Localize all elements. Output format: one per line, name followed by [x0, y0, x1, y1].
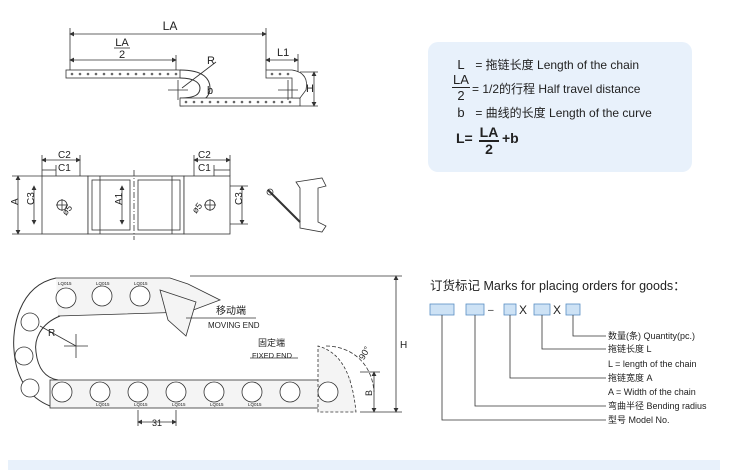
b-label: b: [207, 85, 213, 97]
moving-end-cn: 移动端: [216, 304, 246, 317]
h-label: H: [306, 83, 314, 95]
bend-radius-label: R: [48, 328, 55, 339]
la-half-den: 2: [119, 49, 125, 61]
order-code: [429, 303, 606, 421]
link-tag: LQ015: [134, 281, 148, 286]
order-dash: –: [488, 305, 494, 316]
order-item-model: 型号 Model No.: [608, 415, 670, 425]
chain-elevation: [13, 275, 402, 426]
fixed-end-en: FIXED END: [252, 351, 293, 360]
order-x1: X: [519, 303, 527, 317]
link-tag: LQ015: [248, 402, 262, 407]
code-box-width: [503, 303, 517, 316]
link-tag: LQ015: [172, 402, 186, 407]
legend-l-text: = 拖链长度 Length of the chain: [475, 58, 640, 72]
footer-band: [8, 460, 720, 470]
legend-row-length: L = 拖链长度 Length of the chain: [450, 56, 639, 73]
link-tag: LQ015: [210, 402, 224, 407]
legend-b-symbol: b: [457, 105, 465, 120]
formula-rhs: +b: [502, 130, 519, 146]
overall-height-label: H: [400, 340, 407, 351]
legend-half-num: LA: [453, 72, 469, 87]
c3-right-label: C3: [234, 192, 245, 205]
code-box-length: [533, 303, 551, 316]
length-formula: L= LA 2 +b: [456, 125, 519, 156]
legend-half-den: 2: [457, 88, 465, 103]
fixed-end-cn: 固定端: [258, 337, 285, 348]
section-views: [12, 155, 327, 240]
angle-label: 90°: [357, 344, 373, 361]
legend-half-text: = 1/2的行程 Half travel distance: [472, 82, 641, 96]
code-box-quantity: [565, 303, 581, 316]
formula-lhs: L=: [456, 130, 473, 146]
c3-left-label: C3: [26, 192, 37, 205]
order-item-radius: 弯曲半径 Bending radius: [608, 400, 707, 411]
la-label: LA: [163, 19, 178, 33]
link-tag: LQ015: [134, 402, 148, 407]
a-left-label: A: [10, 198, 21, 205]
c2-right-label: C2: [198, 150, 211, 161]
link-tag: LQ015: [96, 281, 110, 286]
legend-half-fraction: LA 2: [450, 73, 472, 102]
l1-label: L1: [277, 47, 289, 59]
link-tag: LQ015: [96, 402, 110, 407]
a1-label: A1: [114, 192, 125, 205]
travel-diagram: [65, 28, 318, 107]
c1-left-label: C1: [58, 163, 71, 174]
formula-bar: [479, 140, 499, 142]
order-item-width-cn: 拖链宽度 A: [608, 372, 653, 383]
order-item-width-en: A = Width of the chain: [608, 387, 696, 397]
order-item-quantity: 数量(条) Quantity(pc.): [608, 330, 695, 341]
code-box-radius: [465, 303, 485, 316]
la-half-num: LA: [115, 37, 129, 49]
formula-fraction: LA 2: [478, 124, 500, 157]
r-label: R: [207, 55, 215, 67]
c1-right-label: C1: [198, 163, 211, 174]
legend-row-curve: b = 曲线的长度 Length of the curve: [450, 104, 652, 121]
b-dimension-label: B: [364, 390, 374, 396]
pitch-label: 31: [152, 418, 162, 428]
legend-b-text: = 曲线的长度 Length of the curve: [475, 106, 652, 120]
formula-den: 2: [485, 140, 493, 157]
c2-left-label: C2: [58, 150, 71, 161]
legend-panel: L = 拖链长度 Length of the chain LA 2 = 1/2的…: [428, 42, 692, 172]
order-x2: X: [553, 303, 561, 317]
fraction-bar: [452, 87, 470, 88]
moving-end-en: MOVING END: [208, 321, 260, 330]
link-tags: LQ015 LQ015 LQ015 LQ015 LQ015 LQ015 LQ01…: [58, 281, 262, 407]
order-item-length-en: L = length of the chain: [608, 359, 696, 369]
order-title: 订货标记 Marks for placing orders for goods：: [430, 278, 686, 293]
order-item-length-cn: 拖链长度 L: [608, 343, 652, 354]
code-box-model: [429, 303, 455, 316]
link-tag: LQ015: [58, 281, 72, 286]
formula-num: LA: [479, 124, 499, 140]
legend-l-symbol: L: [457, 57, 465, 72]
